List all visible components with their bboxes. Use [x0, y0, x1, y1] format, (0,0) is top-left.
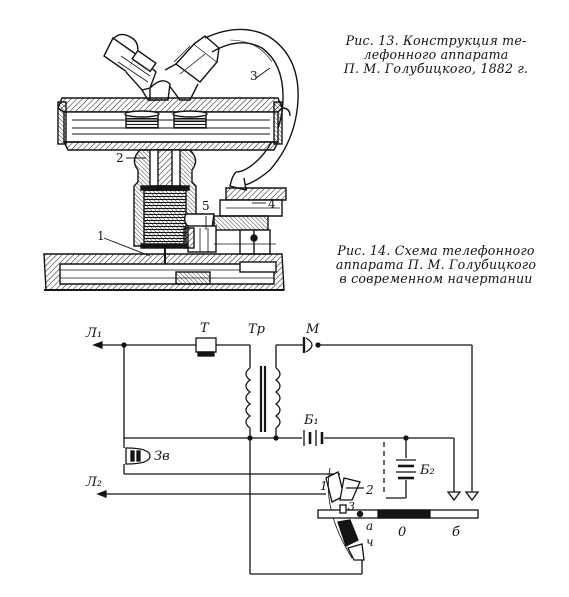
caption-line: П. М. Голубицкого, 1882 г.	[343, 61, 529, 76]
caption-line: Рис. 14. Схема телефонного	[337, 243, 535, 258]
sound-tube	[204, 28, 299, 191]
label-contact-3: 3	[348, 500, 355, 513]
battery-1-symbol	[303, 430, 324, 446]
label-line2: Л₂	[85, 475, 102, 490]
caption-line: Рис. 13. Конструкция те-	[345, 33, 527, 48]
label-transformer: Тр	[248, 322, 266, 337]
transformer-symbol	[245, 345, 281, 438]
upper-housing	[57, 97, 291, 151]
left-ear-tube	[103, 33, 161, 101]
bell-symbol	[125, 447, 151, 465]
base-plate	[43, 253, 285, 291]
right-ear-tube	[164, 35, 220, 101]
label-contact-ch: ч	[366, 535, 373, 549]
membrane-assembly	[124, 110, 208, 129]
label-contact-2: 2	[365, 483, 374, 497]
label-bell: Зв	[154, 449, 170, 464]
caption-line: в современном начертании	[339, 271, 533, 286]
figure-13-caption: Рис. 13. Конструкция те- лефонного аппар…	[318, 34, 554, 76]
label-line1: Л₁	[85, 326, 102, 341]
callout-3: 3	[250, 69, 258, 83]
switch-contact-arc	[325, 467, 365, 561]
label-microphone: М	[305, 322, 320, 337]
battery-2-symbol	[396, 459, 416, 480]
figure-14-caption: Рис. 14. Схема телефонного аппарата П. М…	[318, 244, 554, 286]
right-mechanism	[183, 187, 287, 255]
callout-5: 5	[202, 199, 210, 213]
switch-slider-bar	[317, 504, 479, 519]
label-position-b: б	[452, 525, 460, 540]
column-stand	[133, 149, 197, 282]
callout-1: 1	[97, 229, 105, 243]
caption-line: лефонного аппарата	[363, 47, 509, 62]
telephone-receiver-symbol	[195, 337, 217, 357]
label-telephone: Т	[200, 321, 210, 336]
callout-2: 2	[116, 151, 124, 165]
label-contact-1: 1	[320, 479, 328, 493]
label-battery1: Б₁	[303, 413, 319, 428]
caption-line: аппарата П. М. Голубицкого	[335, 257, 537, 272]
label-position-0: 0	[398, 525, 406, 540]
label-contact-a: а	[366, 519, 373, 533]
microphone-symbol	[302, 337, 313, 353]
label-battery2: Б₂	[419, 463, 435, 478]
callout-4: 4	[268, 197, 276, 211]
